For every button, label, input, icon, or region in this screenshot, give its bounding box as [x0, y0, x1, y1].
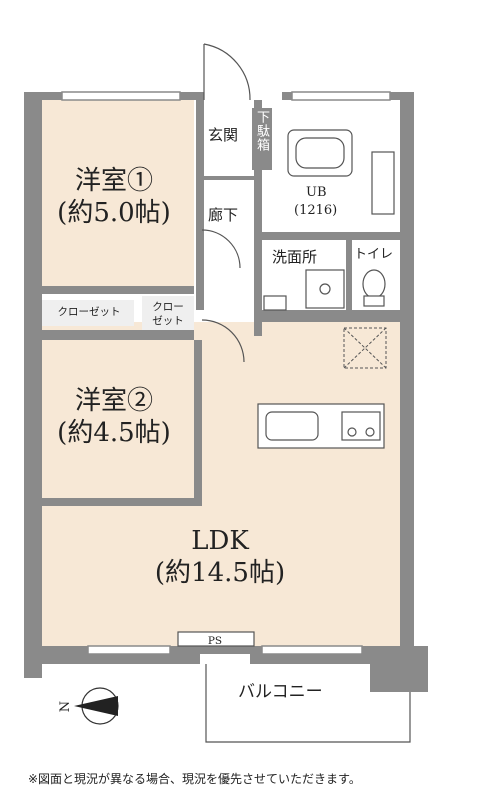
ldk-name: LDK — [191, 526, 249, 556]
entrance-door — [203, 43, 251, 101]
western-room-2-size: (約4.5帖) — [57, 418, 171, 448]
genkan-label: 玄関 — [208, 126, 239, 144]
fridge-space — [343, 327, 387, 369]
closet-2-label-1: クロー — [152, 301, 184, 313]
ps-label: PS — [207, 635, 223, 647]
balcony-label: バルコニー — [238, 682, 323, 702]
closet-2-label-2: ゼット — [152, 315, 184, 327]
western-room-2-name: 洋室② — [74, 386, 153, 416]
unit-bath — [287, 129, 395, 215]
shoe-box-label: 下駄箱 — [254, 110, 269, 152]
washroom-label: 洗面所 — [272, 248, 318, 266]
corridor-label: 廊下 — [208, 206, 239, 224]
ldk-size: (約14.5帖) — [154, 558, 286, 588]
shoe-box — [252, 108, 272, 170]
ldk-floor-upper — [262, 322, 400, 338]
windows — [61, 91, 391, 655]
disclaimer-note: ※図面と現況が異なる場合、現況を優先させていただきます。 — [28, 772, 361, 786]
compass-north-label: N — [58, 700, 74, 713]
ps-box — [177, 631, 255, 647]
toilet-fixture — [362, 269, 386, 307]
walls — [24, 92, 428, 692]
closet-1-floor — [42, 300, 134, 326]
western-room-1-name: 洋室① — [74, 166, 153, 196]
western-room-1-size: (約5.0帖) — [57, 198, 171, 228]
washroom-fixtures — [263, 269, 345, 311]
corridor-door — [201, 229, 245, 363]
western-room-1-floor — [42, 100, 194, 286]
toilet-label: トイレ — [354, 247, 394, 262]
balcony — [205, 664, 411, 743]
ldk-floor — [42, 322, 400, 646]
compass-icon — [74, 687, 119, 725]
kitchen-counter — [257, 403, 385, 449]
closet-1-label: クローゼット — [57, 306, 121, 318]
ub-label: UB — [306, 185, 327, 200]
ub-size-label: (1216) — [294, 203, 338, 218]
